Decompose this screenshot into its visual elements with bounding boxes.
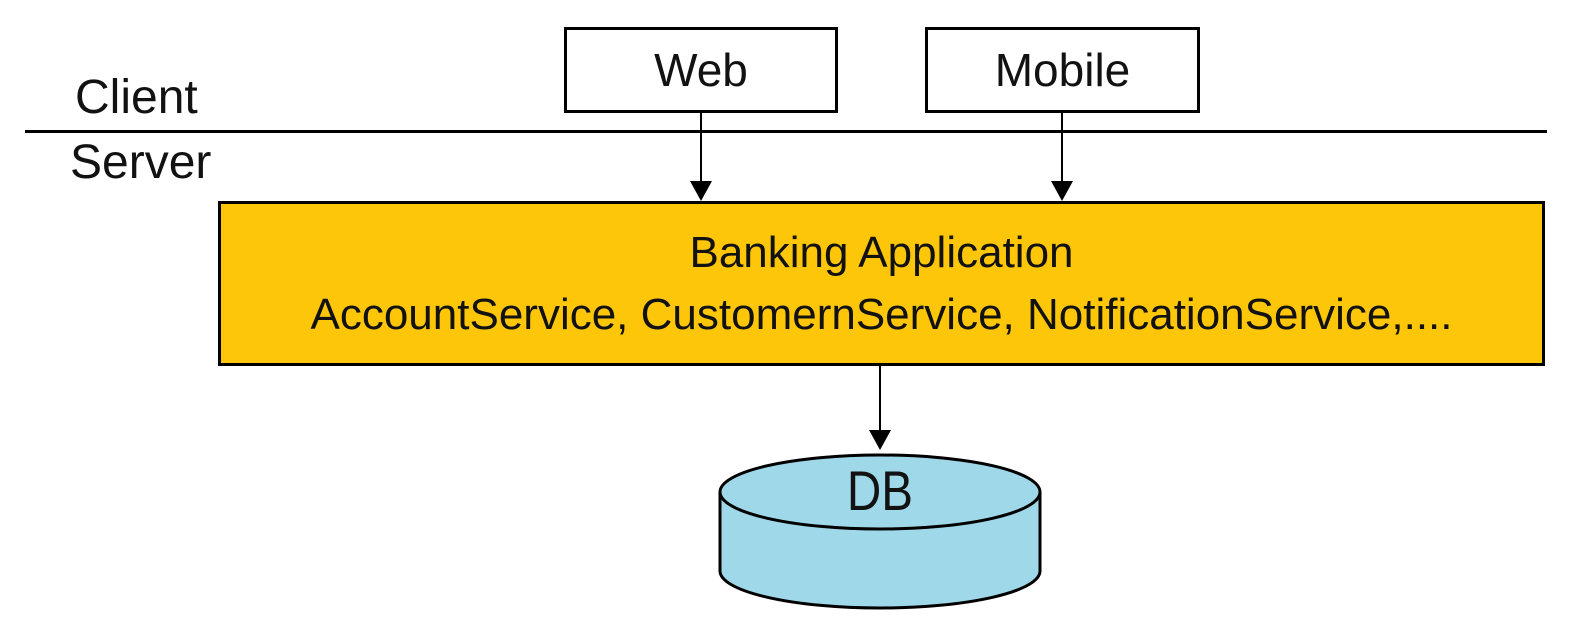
app-to-db-arrow-line [879,366,881,431]
database-label: DB [846,459,914,522]
database-cylinder-top [718,453,1042,531]
web-client-box: Web [564,27,838,113]
database-label-wrap: DB [717,462,1043,520]
banking-application-services: AccountService, CustomernService, Notifi… [310,289,1453,339]
mobile-client-box: Mobile [925,27,1200,113]
banking-application-title: Banking Application [689,227,1074,277]
app-to-db-arrowhead-icon [869,430,891,450]
client-tier-label: Client [75,71,198,124]
web-to-app-arrowhead-icon [690,181,712,201]
web-to-app-arrow-line [700,113,702,182]
mobile-to-app-arrow-line [1061,113,1063,182]
mobile-to-app-arrowhead-icon [1051,181,1073,201]
database-cylinder-icon [718,453,1042,610]
mobile-client-label: Mobile [994,44,1131,96]
server-tier-label: Server [70,136,212,189]
banking-application-box: Banking Application AccountService, Cust… [218,201,1545,366]
web-client-label: Web [654,44,748,96]
client-server-divider-line [25,130,1547,133]
